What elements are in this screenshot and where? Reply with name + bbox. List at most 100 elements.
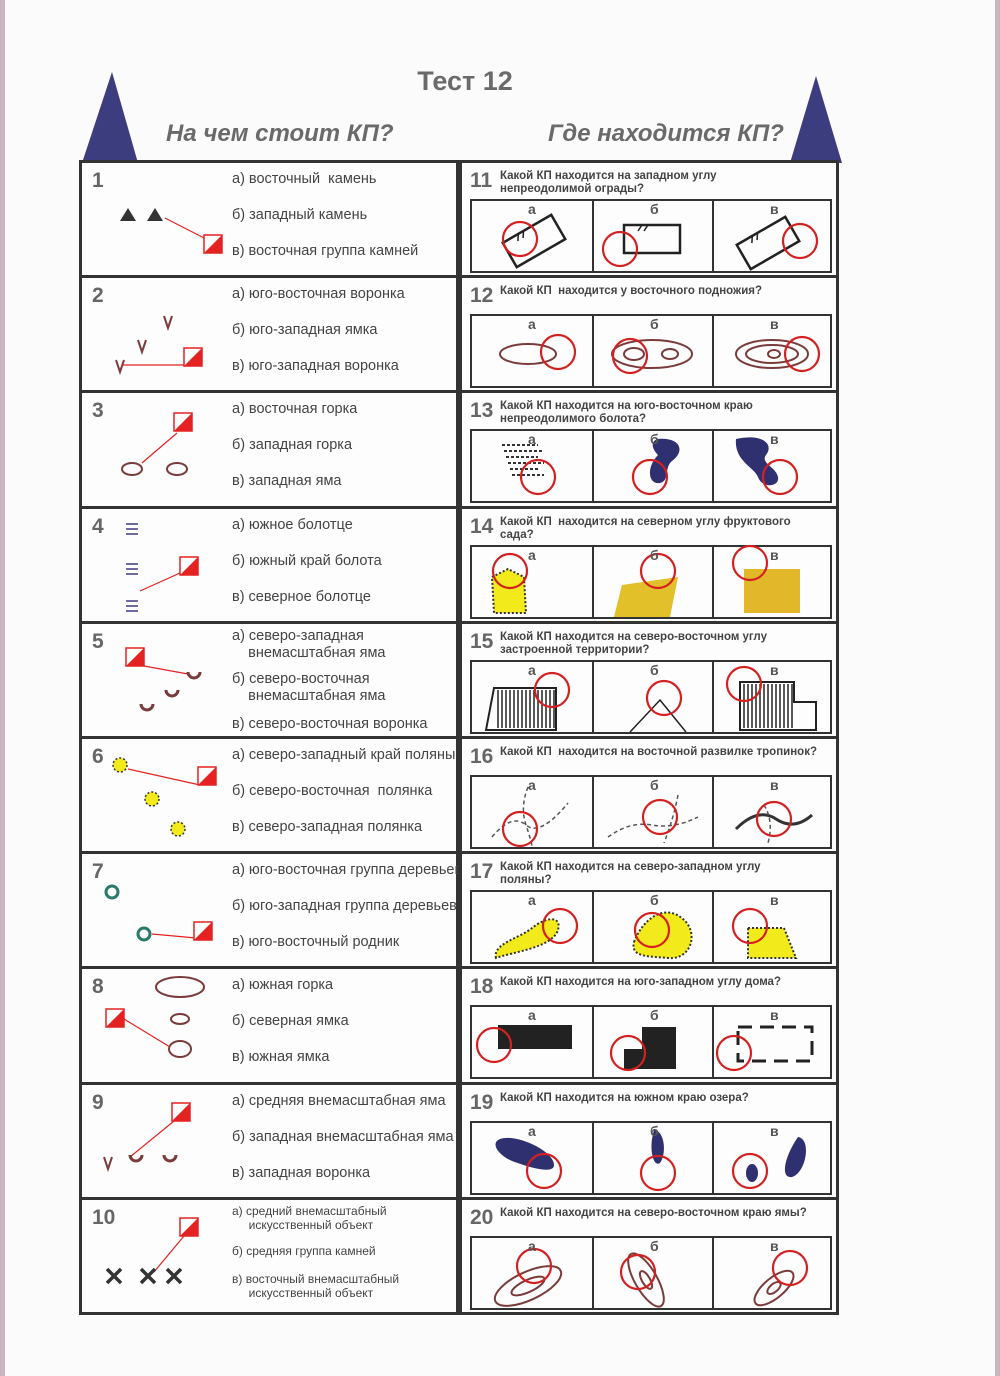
variant-b[interactable]: б: [592, 1007, 714, 1078]
answer-option-v[interactable]: в) северное болотце: [232, 588, 371, 605]
answer-option-a[interactable]: а) северо-западный край поляны: [232, 747, 456, 763]
answer-option-b[interactable]: б) юго-западная ямка: [232, 322, 378, 339]
variant-b[interactable]: б: [592, 892, 714, 963]
question-number: 15: [470, 629, 494, 653]
variant-label: а: [528, 201, 536, 217]
variant-map-diagram: [490, 552, 529, 614]
variant-map-diagram: [493, 1247, 563, 1307]
variant-a[interactable]: а: [472, 431, 592, 501]
variant-b[interactable]: б: [592, 661, 714, 733]
variant-v[interactable]: в: [712, 661, 834, 732]
answer-option-a[interactable]: а) юго-восточная группа деревьев: [232, 862, 463, 879]
answer-circle-icon: [645, 679, 683, 716]
variant-map-diagram: [491, 786, 569, 848]
question-text: Какой КП находится на северо-восточном к…: [500, 1206, 807, 1219]
variant-map-diagram: [735, 215, 819, 271]
variant-a[interactable]: а: [472, 777, 592, 848]
question-cell-4: 4 а) южное болотце б) южный край болота в) …: [79, 505, 459, 624]
variant-a[interactable]: а: [472, 1007, 592, 1077]
variant-label: б: [650, 777, 659, 793]
variant-map-diagram: [629, 679, 687, 733]
variant-b[interactable]: б: [592, 201, 714, 271]
right-heading: Где находится КП?: [548, 120, 784, 147]
variant-a[interactable]: а: [472, 662, 592, 732]
answer-option-b[interactable]: б) западный камень: [232, 207, 368, 223]
answer-circle-icon: [715, 1035, 753, 1072]
answer-option-b[interactable]: б) средняя группа камней: [232, 1243, 376, 1258]
variant-label: в: [770, 201, 779, 217]
question-text: Какой КП находится на северо-восточном у…: [500, 630, 767, 656]
variant-a[interactable]: а: [472, 1123, 592, 1193]
variant-map-diagram: [502, 444, 557, 496]
variant-v[interactable]: в: [712, 1122, 834, 1193]
variant-a[interactable]: а: [472, 1238, 592, 1308]
variant-a[interactable]: а: [472, 316, 592, 386]
building-icon: [624, 1027, 676, 1070]
answer-circle-icon: [501, 810, 539, 848]
answer-option-b[interactable]: б) юго-западная группа деревьев: [232, 898, 457, 915]
variant-label: в: [770, 431, 779, 448]
answer-option-b[interactable]: б) западная горка: [232, 437, 353, 454]
answer-option-v[interactable]: в) северо-западная полянка: [232, 819, 423, 835]
pit-icon: [139, 703, 155, 712]
variant-v[interactable]: в: [712, 892, 834, 963]
variant-map-diagram: [753, 1249, 809, 1307]
glade-icon: [632, 911, 693, 960]
variant-map-diagram: [731, 908, 798, 960]
question-text: Какой КП находится на юго-восточном краю…: [500, 400, 753, 426]
question-number: 8: [92, 975, 104, 999]
variant-b[interactable]: б: [592, 431, 714, 502]
variant-pictures: а б в: [470, 775, 832, 849]
variant-v[interactable]: в: [712, 431, 834, 502]
answer-option-v[interactable]: в) северо-восточная воронка: [232, 715, 428, 732]
variant-v[interactable]: в: [712, 544, 834, 617]
answer-option-v[interactable]: в) западная воронка: [232, 1164, 371, 1181]
variant-label: б: [650, 546, 659, 563]
answer-circle-icon: [491, 552, 529, 589]
variant-v[interactable]: в: [712, 777, 834, 847]
answer-option-a[interactable]: а) средняя внемасштабная яма: [232, 1092, 446, 1109]
variant-a[interactable]: а: [472, 892, 592, 962]
answer-option-b[interactable]: б) северная ямка: [232, 1013, 349, 1030]
variant-label: б: [650, 1237, 659, 1254]
answer-option-v[interactable]: в) южная ямка: [232, 1049, 330, 1066]
answer-option-a[interactable]: а) средний внемасштабный искусственный о…: [232, 1203, 387, 1232]
variant-v[interactable]: в: [712, 1007, 834, 1078]
variant-v[interactable]: в: [712, 316, 834, 387]
pit-icon: [493, 1264, 563, 1307]
answer-option-a[interactable]: а) южная горка: [232, 977, 334, 994]
answer-option-b[interactable]: б) северо-восточная внемасштабная яма: [232, 670, 386, 704]
variant-b[interactable]: б: [592, 546, 714, 617]
variant-a[interactable]: а: [472, 201, 592, 271]
variant-v[interactable]: в: [712, 201, 834, 271]
answer-option-v[interactable]: в) восточный внемасштабный искусственный…: [232, 1271, 400, 1300]
question-number: 4: [92, 514, 104, 538]
answer-option-a[interactable]: а) южное болотце: [232, 516, 353, 533]
answer-option-v[interactable]: в) западная яма: [232, 473, 342, 490]
answer-option-a[interactable]: а) восточный камень: [232, 171, 377, 187]
question-number: 12: [470, 284, 494, 308]
variant-pictures: а б в: [470, 199, 832, 273]
variant-a[interactable]: а: [472, 547, 592, 617]
answer-option-a[interactable]: а) северо-западная внемасштабная яма: [232, 627, 386, 661]
answer-option-v[interactable]: в) восточная группа камней: [232, 243, 419, 259]
variant-map-diagram: [607, 794, 699, 844]
variant-b[interactable]: б: [592, 1122, 714, 1193]
answer-option-b[interactable]: б) западная внемасштабная яма: [232, 1128, 454, 1145]
pit-icon: [162, 1154, 178, 1163]
answer-option-v[interactable]: в) юго-западная воронка: [232, 358, 399, 375]
answer-option-a[interactable]: а) восточная горка: [232, 401, 358, 418]
variant-b[interactable]: б: [592, 316, 714, 387]
answer-option-v[interactable]: в) юго-восточный родник: [232, 934, 400, 951]
variant-v[interactable]: в: [712, 1237, 834, 1308]
variant-b[interactable]: б: [592, 777, 714, 847]
answer-option-a[interactable]: а) юго-восточная воронка: [232, 286, 405, 303]
answer-option-b[interactable]: б) южный край болота: [232, 552, 382, 569]
variant-b[interactable]: б: [592, 1237, 714, 1308]
answer-option-b[interactable]: б) северо-восточная полянка: [232, 783, 433, 799]
variant-label: в: [770, 1007, 779, 1024]
